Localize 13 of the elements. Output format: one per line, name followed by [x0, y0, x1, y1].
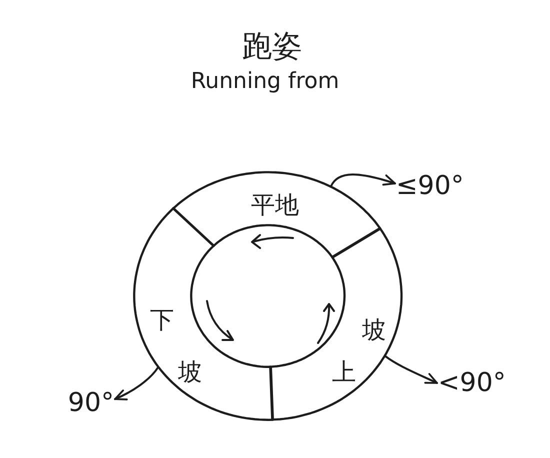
arrow	[330, 174, 396, 188]
angle-label: <90°	[438, 370, 506, 396]
segment-label: 平地	[250, 192, 299, 217]
segment-label: 上坡	[332, 318, 386, 384]
arrow	[384, 355, 438, 384]
ring-segment	[269, 227, 404, 422]
arrow	[114, 366, 160, 400]
angle-label: ≤90°	[396, 173, 464, 199]
subtitle: Running from	[190, 71, 340, 93]
ring-segment	[172, 170, 382, 259]
title: 跑姿	[242, 32, 302, 62]
segment-label: 下坡	[148, 304, 202, 388]
angle-label: 90°	[68, 390, 114, 416]
